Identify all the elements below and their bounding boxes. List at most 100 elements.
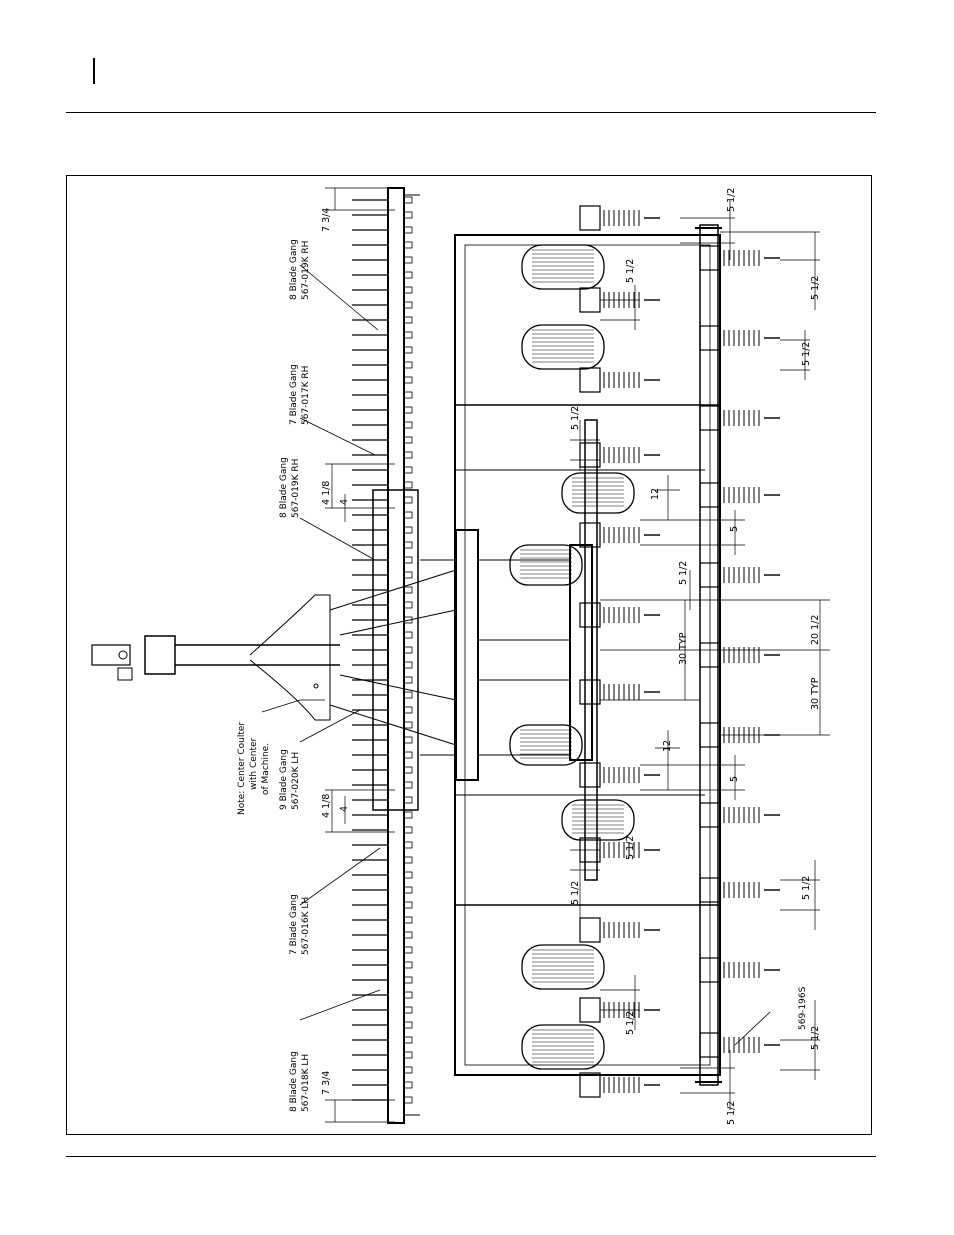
blade-hub xyxy=(403,391,413,399)
dim-5-1-2-j: 5 1/2 xyxy=(810,1026,821,1050)
label-gang-lh-8: 8 Blade Gang xyxy=(289,1051,299,1112)
leader-lines xyxy=(261,264,771,1046)
label-gang-rh-8-top-part: 567-019K RH xyxy=(301,241,311,300)
coulter-blades xyxy=(352,196,413,1104)
label-gang-lh-7: 7 Blade Gang xyxy=(289,894,299,955)
dim-5-1-2-g: 5 1/2 xyxy=(570,881,581,905)
blade-hub xyxy=(403,976,413,984)
dim-5-1-2-i: 5 1/2 xyxy=(625,1011,636,1035)
dim-5-1-2-f: 5 1/2 xyxy=(678,561,689,585)
dim-5-1-2-c: 5 1/2 xyxy=(625,259,636,283)
blade-hub xyxy=(403,826,413,834)
shank-mount xyxy=(579,997,601,1023)
dimension-lines xyxy=(325,187,830,1123)
dim-4-1-8-bot: 4 1/8 xyxy=(321,794,332,818)
blade-hub xyxy=(403,346,413,354)
dim-5-a: 5 xyxy=(729,526,740,532)
blade-hub xyxy=(403,421,413,429)
blade-hub xyxy=(403,766,413,774)
blade-hub xyxy=(403,736,413,744)
dimension-values: 7 3/4 4 1/8 4 4 1/8 4 7 3/4 5 1/2 5 1/2 … xyxy=(321,188,821,1125)
label-gang-rh-7-part: 567-017K RH xyxy=(301,366,311,425)
blade-hub xyxy=(403,271,413,279)
dim-12-b: 12 xyxy=(662,740,673,752)
blade-hub xyxy=(403,316,413,324)
hitch-tongue xyxy=(91,569,457,746)
blade-hub xyxy=(403,661,413,669)
blade-hub xyxy=(403,916,413,924)
dim-30-typ-b: 30 TYP xyxy=(810,677,821,710)
label-gang-rh-8-top: 8 Blade Gang xyxy=(289,239,299,300)
dim-4-bot: 4 xyxy=(339,806,350,812)
wheel-treads xyxy=(520,249,624,1063)
label-gang-rh-8-mid-part: 567-019K RH xyxy=(291,459,301,518)
blade-hub xyxy=(403,931,413,939)
blade-hub xyxy=(403,901,413,909)
shank-mount xyxy=(579,287,601,313)
dim-30-typ-a: 30 TYP xyxy=(678,632,689,665)
blade-hub xyxy=(403,1006,413,1014)
blade-hub xyxy=(403,601,413,609)
label-part-569: 569-196S xyxy=(798,986,808,1030)
blade-hub xyxy=(403,811,413,819)
blade-hub xyxy=(403,256,413,264)
blade-hub xyxy=(403,631,413,639)
label-note-line1: Note: Center Coulter xyxy=(237,722,247,815)
blade-hub xyxy=(403,646,413,654)
dim-5-1-2-d: 5 1/2 xyxy=(801,342,812,366)
blade-hub xyxy=(403,586,413,594)
shank-mount xyxy=(579,522,601,548)
blade-hub xyxy=(403,286,413,294)
blade-hub xyxy=(403,496,413,504)
blade-hub xyxy=(403,781,413,789)
label-gang-9-part: 567-020K LH xyxy=(291,752,301,810)
shank-mount xyxy=(699,642,721,668)
callout-labels: 8 Blade Gang 567-019K RH 7 Blade Gang 56… xyxy=(237,239,808,1112)
blade-hub xyxy=(403,841,413,849)
dim-5-b: 5 xyxy=(729,776,740,782)
blade-hub xyxy=(403,616,413,624)
blade-hub xyxy=(403,961,413,969)
shank-mount xyxy=(699,877,721,903)
dim-5-1-2-e: 5 1/2 xyxy=(570,406,581,430)
blade-hub xyxy=(403,451,413,459)
blade-hub xyxy=(403,1051,413,1059)
dim-20-1-2: 20 1/2 xyxy=(810,615,821,645)
blade-hub xyxy=(403,946,413,954)
blade-hub xyxy=(403,556,413,564)
shank-mount xyxy=(699,482,721,508)
blade-hub xyxy=(403,871,413,879)
label-note-line2: with Center xyxy=(249,737,259,790)
dim-5-1-2-h: 5 1/2 xyxy=(801,876,812,900)
footer-rule xyxy=(66,1156,876,1157)
blade-hub xyxy=(403,526,413,534)
blade-hub xyxy=(403,1096,413,1104)
shank-mount xyxy=(699,1032,721,1058)
shank-mount xyxy=(579,602,601,628)
blade-hub xyxy=(403,1081,413,1089)
dim-12-a: 12 xyxy=(650,488,661,500)
dim-5-1-2-k: 5 1/2 xyxy=(726,1101,737,1125)
dim-7-3-4-bot: 7 3/4 xyxy=(321,1071,332,1095)
blade-hub xyxy=(403,1036,413,1044)
dim-5-1-2-a: 5 1/2 xyxy=(726,188,737,212)
blade-hub xyxy=(403,361,413,369)
label-note-line3: of Machine. xyxy=(261,743,271,795)
label-gang-rh-7: 7 Blade Gang xyxy=(289,364,299,425)
blade-hub xyxy=(403,436,413,444)
coulter-gang-bar xyxy=(372,187,420,1124)
shank-mount xyxy=(579,917,601,943)
blade-hub xyxy=(403,751,413,759)
blade-hub xyxy=(403,406,413,414)
blade-hub xyxy=(403,691,413,699)
blade-hub xyxy=(403,196,413,204)
dim-5-1-2-l: 5 1/2 xyxy=(625,836,636,860)
blade-hub xyxy=(403,211,413,219)
blade-hub xyxy=(403,886,413,894)
label-gang-9: 9 Blade Gang xyxy=(279,749,289,810)
dim-7-3-4-top: 7 3/4 xyxy=(321,208,332,232)
shank-mount xyxy=(699,245,721,271)
shank-mount xyxy=(579,679,601,705)
header-marker xyxy=(93,58,95,84)
shank-mount xyxy=(579,762,601,788)
